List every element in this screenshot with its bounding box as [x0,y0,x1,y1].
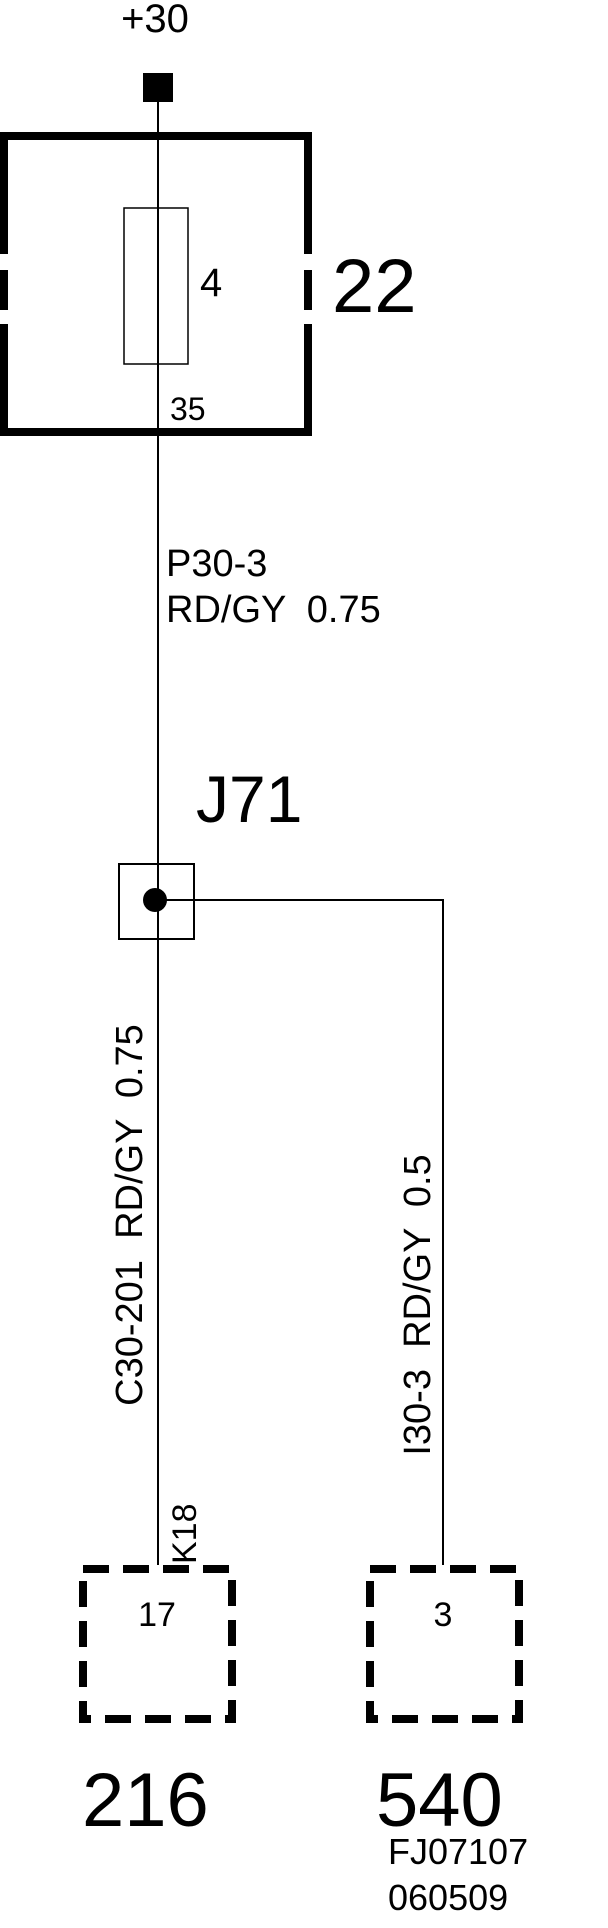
supply-terminal [143,73,173,102]
fuse-pin: 35 [170,391,206,427]
wire-top-spec: RD/GY 0.75 [166,589,381,631]
fuse-box-ref: 22 [332,244,417,329]
wire-top-circuit: P30-3 [166,543,267,585]
junction-dot [143,888,167,912]
connector-left-cavity: K18 [166,1504,204,1565]
junction-box [118,863,195,940]
junction-ref: J71 [196,762,302,836]
fuse-number: 4 [200,261,222,305]
connector-left-ref: 216 [82,1758,209,1843]
fuse-box-left-upper [0,132,312,254]
branch-wire [158,899,444,1565]
connector-left-box [79,1565,236,1723]
drawing-id: FJ07107 [388,1831,528,1872]
fuse-element [123,207,189,365]
connector-right-box [366,1565,523,1723]
fuse-box-left-lower [0,324,312,436]
connector-right-pin: 3 [434,1596,453,1634]
fuse-box [0,132,312,436]
date-code: 060509 [388,1877,508,1918]
connector-left-pin: 17 [138,1596,176,1634]
supply-label: +30 [121,0,189,41]
connector-right-ref: 540 [376,1758,503,1843]
wire-left-label: C30-201 RD/GY 0.75 [109,1024,151,1406]
wire-right-label: I30-3 RD/GY 0.5 [397,1154,439,1455]
